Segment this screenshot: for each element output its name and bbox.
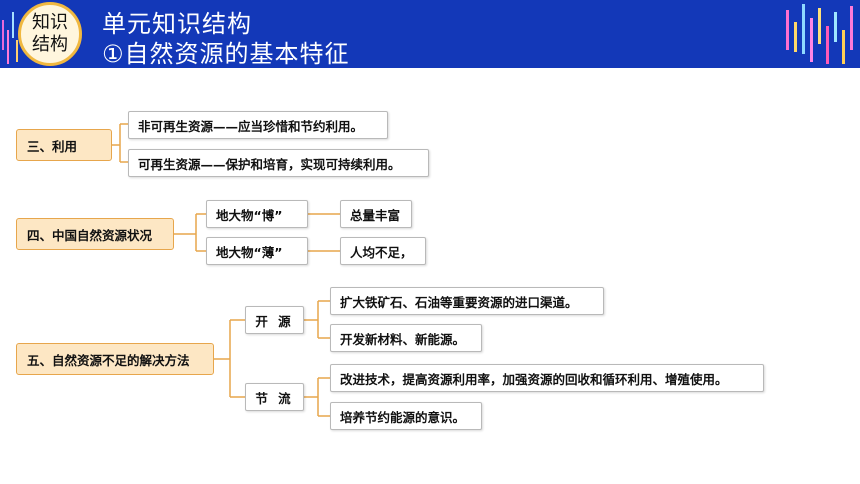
badge-line-1: 知识	[32, 12, 68, 33]
node-throttle-label: 节 流	[255, 390, 294, 406]
decoration-right	[786, 4, 853, 64]
result-per-capita-insufficient: 人均不足，	[340, 237, 426, 265]
header-banner: 知识 结构 单元知识结构 ①自然资源的基本特征	[0, 0, 860, 68]
leaf-renewable: 可再生资源——保护和培育，实现可持续利用。	[128, 149, 429, 177]
category-use: 三、利用	[16, 129, 112, 161]
category-use-label: 三、利用	[27, 138, 78, 154]
node-throttle: 节 流	[245, 383, 304, 411]
leaf-expand-imports-text: 扩大铁矿石、石油等重要资源的进口渠道。	[340, 294, 578, 310]
category-solutions: 五、自然资源不足的解决方法	[16, 343, 214, 375]
leaf-renewable-text: 可再生资源——保护和培育，实现可持续利用。	[138, 156, 401, 172]
decoration-left	[2, 12, 18, 64]
leaf-non-renewable: 非可再生资源——应当珍惜和节约利用。	[128, 111, 388, 139]
leaf-improve-technology-text: 改进技术，提高资源利用率，加强资源的回收和循环利用、增殖使用。	[340, 371, 728, 387]
result-per-capita-insufficient-text: 人均不足，	[350, 244, 413, 260]
badge-line-2: 结构	[32, 34, 68, 55]
node-poor: 地大物“薄”	[206, 237, 308, 265]
leaf-non-renewable-text: 非可再生资源——应当珍惜和节约利用。	[138, 118, 364, 134]
leaf-new-materials: 开发新材料、新能源。	[330, 324, 482, 352]
page-title: 单元知识结构	[102, 10, 252, 38]
node-poor-label: 地大物“薄”	[216, 244, 283, 260]
leaf-expand-imports: 扩大铁矿石、石油等重要资源的进口渠道。	[330, 287, 604, 315]
page-subtitle: ①自然资源的基本特征	[102, 40, 350, 68]
category-solutions-label: 五、自然资源不足的解决方法	[27, 352, 190, 368]
category-china-status: 四、中国自然资源状况	[16, 218, 174, 250]
node-open-source-label: 开 源	[255, 313, 294, 329]
leaf-improve-technology: 改进技术，提高资源利用率，加强资源的回收和循环利用、增殖使用。	[330, 364, 764, 392]
node-rich: 地大物“博”	[206, 200, 308, 228]
node-rich-label: 地大物“博”	[216, 207, 283, 223]
result-total-abundant-text: 总量丰富	[350, 207, 401, 223]
knowledge-structure-badge: 知识 结构	[18, 2, 82, 66]
leaf-energy-awareness: 培养节约能源的意识。	[330, 402, 482, 430]
category-china-status-label: 四、中国自然资源状况	[27, 227, 153, 243]
node-open-source: 开 源	[245, 306, 304, 334]
leaf-new-materials-text: 开发新材料、新能源。	[340, 331, 466, 347]
leaf-energy-awareness-text: 培养节约能源的意识。	[340, 409, 466, 425]
result-total-abundant: 总量丰富	[340, 200, 412, 228]
